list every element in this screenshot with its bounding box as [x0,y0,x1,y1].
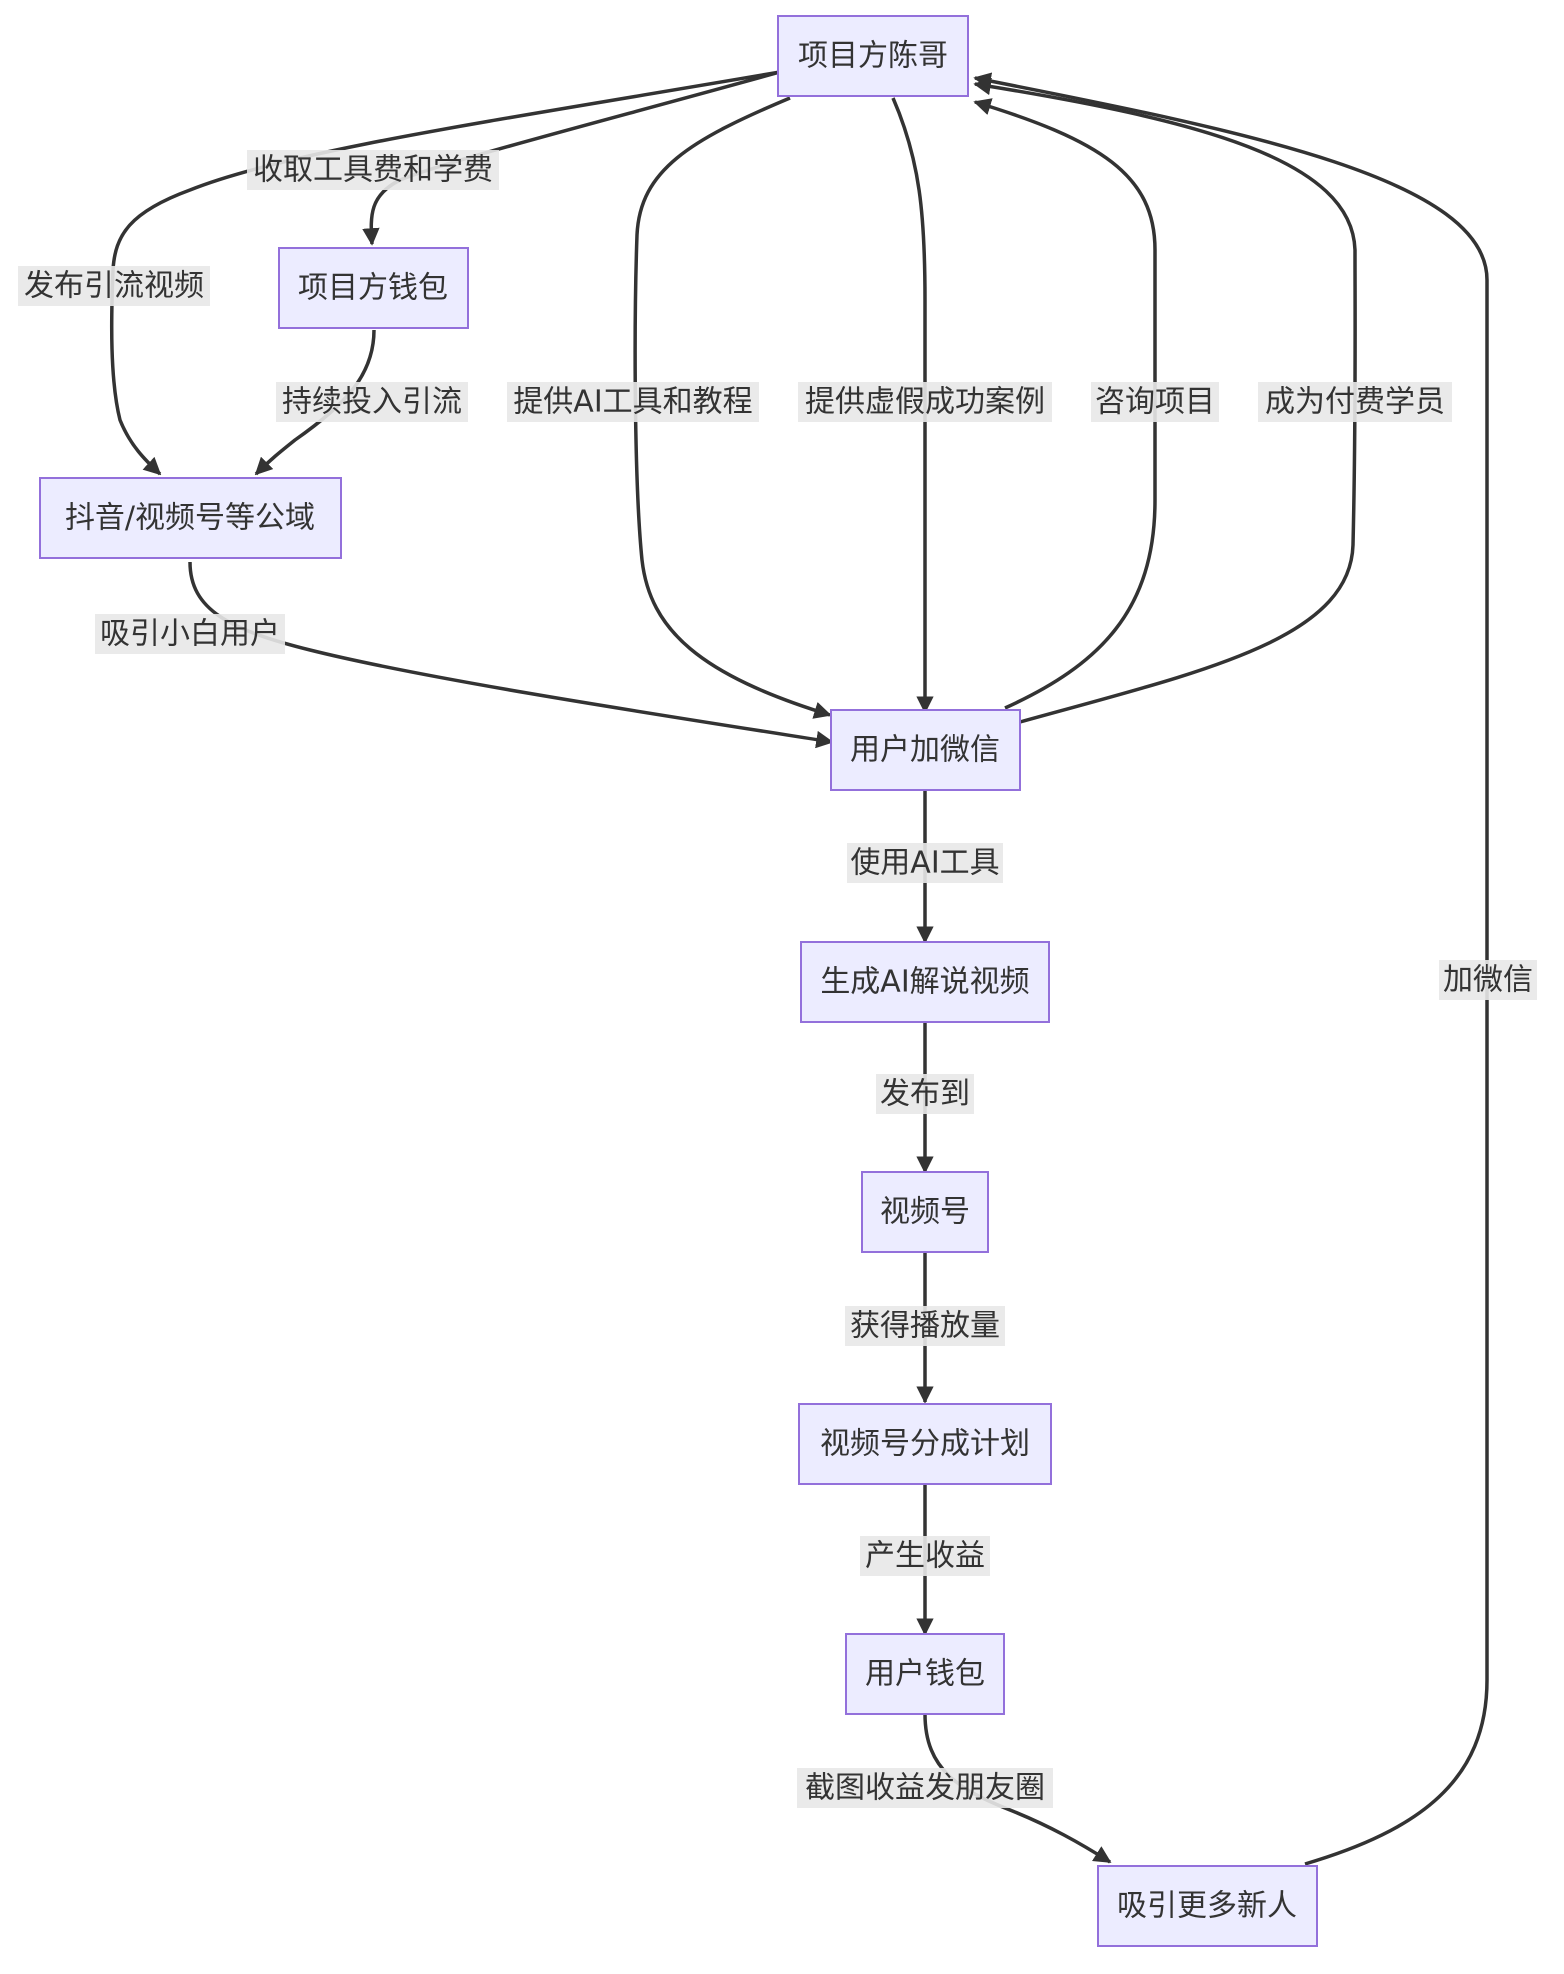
edge-boss-to-public-domain [109,70,781,476]
svg-text:视频号: 视频号 [880,1195,970,1230]
edge-label-keep-investing: 持续投入引流 [276,382,468,422]
edge-label-become-student: 成为付费学员 [1258,382,1452,422]
svg-text:发布到: 发布到 [880,1077,970,1112]
node-boss: 项目方陈哥 [777,15,969,97]
edge-boss-to-wechat-cases [891,97,934,714]
node-boss-wallet: 项目方钱包 [278,247,469,329]
svg-text:用户钱包: 用户钱包 [865,1657,985,1692]
svg-text:吸引小白用户: 吸引小白用户 [100,617,280,652]
edge-label-earn: 产生收益 [860,1536,990,1576]
svg-text:吸引更多新人: 吸引更多新人 [1117,1889,1297,1924]
edge-label-get-views: 获得播放量 [845,1306,1005,1346]
node-more-people: 吸引更多新人 [1097,1865,1318,1947]
svg-text:项目方钱包: 项目方钱包 [298,271,448,306]
svg-text:截图收益发朋友圈: 截图收益发朋友圈 [805,1771,1045,1806]
svg-text:咨询项目: 咨询项目 [1095,385,1215,420]
svg-text:加微信: 加微信 [1443,963,1533,998]
svg-text:发布引流视频: 发布引流视频 [24,269,204,304]
svg-text:提供AI工具和教程: 提供AI工具和教程 [513,385,752,420]
node-user-wallet: 用户钱包 [845,1633,1005,1715]
svg-text:抖音/视频号等公域: 抖音/视频号等公域 [65,501,315,536]
node-gen-video: 生成AI解说视频 [800,941,1050,1023]
svg-text:收取工具费和学费: 收取工具费和学费 [253,153,493,188]
edge-wallet-to-public-domain [254,329,376,476]
edge-label-attract-newbies: 吸引小白用户 [95,614,285,654]
svg-text:项目方陈哥: 项目方陈哥 [798,39,948,74]
svg-text:成为付费学员: 成为付费学员 [1265,385,1445,420]
node-public-domain: 抖音/视频号等公域 [39,477,342,559]
edge-user-wallet-to-more-people [923,1713,1112,1864]
edge-public-domain-to-wechat [188,561,834,749]
edge-wechat-to-boss-consult [973,98,1157,710]
node-add-wechat: 用户加微信 [830,709,1021,791]
svg-text:提供虚假成功案例: 提供虚假成功案例 [805,385,1045,420]
edge-label-provide-tools: 提供AI工具和教程 [507,382,759,422]
svg-text:使用AI工具: 使用AI工具 [850,846,999,881]
node-channels: 视频号 [861,1171,989,1253]
edge-label-use-ai: 使用AI工具 [847,843,1003,883]
edge-label-consult: 咨询项目 [1091,382,1219,422]
svg-text:产生收益: 产生收益 [865,1539,985,1574]
svg-text:持续投入引流: 持续投入引流 [282,385,462,420]
svg-text:视频号分成计划: 视频号分成计划 [820,1427,1030,1462]
svg-text:生成AI解说视频: 生成AI解说视频 [820,965,1029,1000]
edge-label-publish-traffic: 发布引流视频 [18,266,210,306]
edge-label-add-wechat-back: 加微信 [1439,960,1537,1000]
svg-text:获得播放量: 获得播放量 [850,1309,1000,1344]
edge-label-collect-fees: 收取工具费和学费 [247,150,499,190]
edge-label-fake-cases: 提供虚假成功案例 [798,382,1052,422]
svg-text:用户加微信: 用户加微信 [850,733,1000,768]
edge-label-publish-to: 发布到 [876,1074,974,1114]
edge-label-screenshot-share: 截图收益发朋友圈 [797,1768,1053,1808]
node-share-plan: 视频号分成计划 [798,1403,1052,1485]
edge-more-people-to-boss [973,72,1489,1866]
edge-wechat-to-boss-student [973,77,1357,724]
